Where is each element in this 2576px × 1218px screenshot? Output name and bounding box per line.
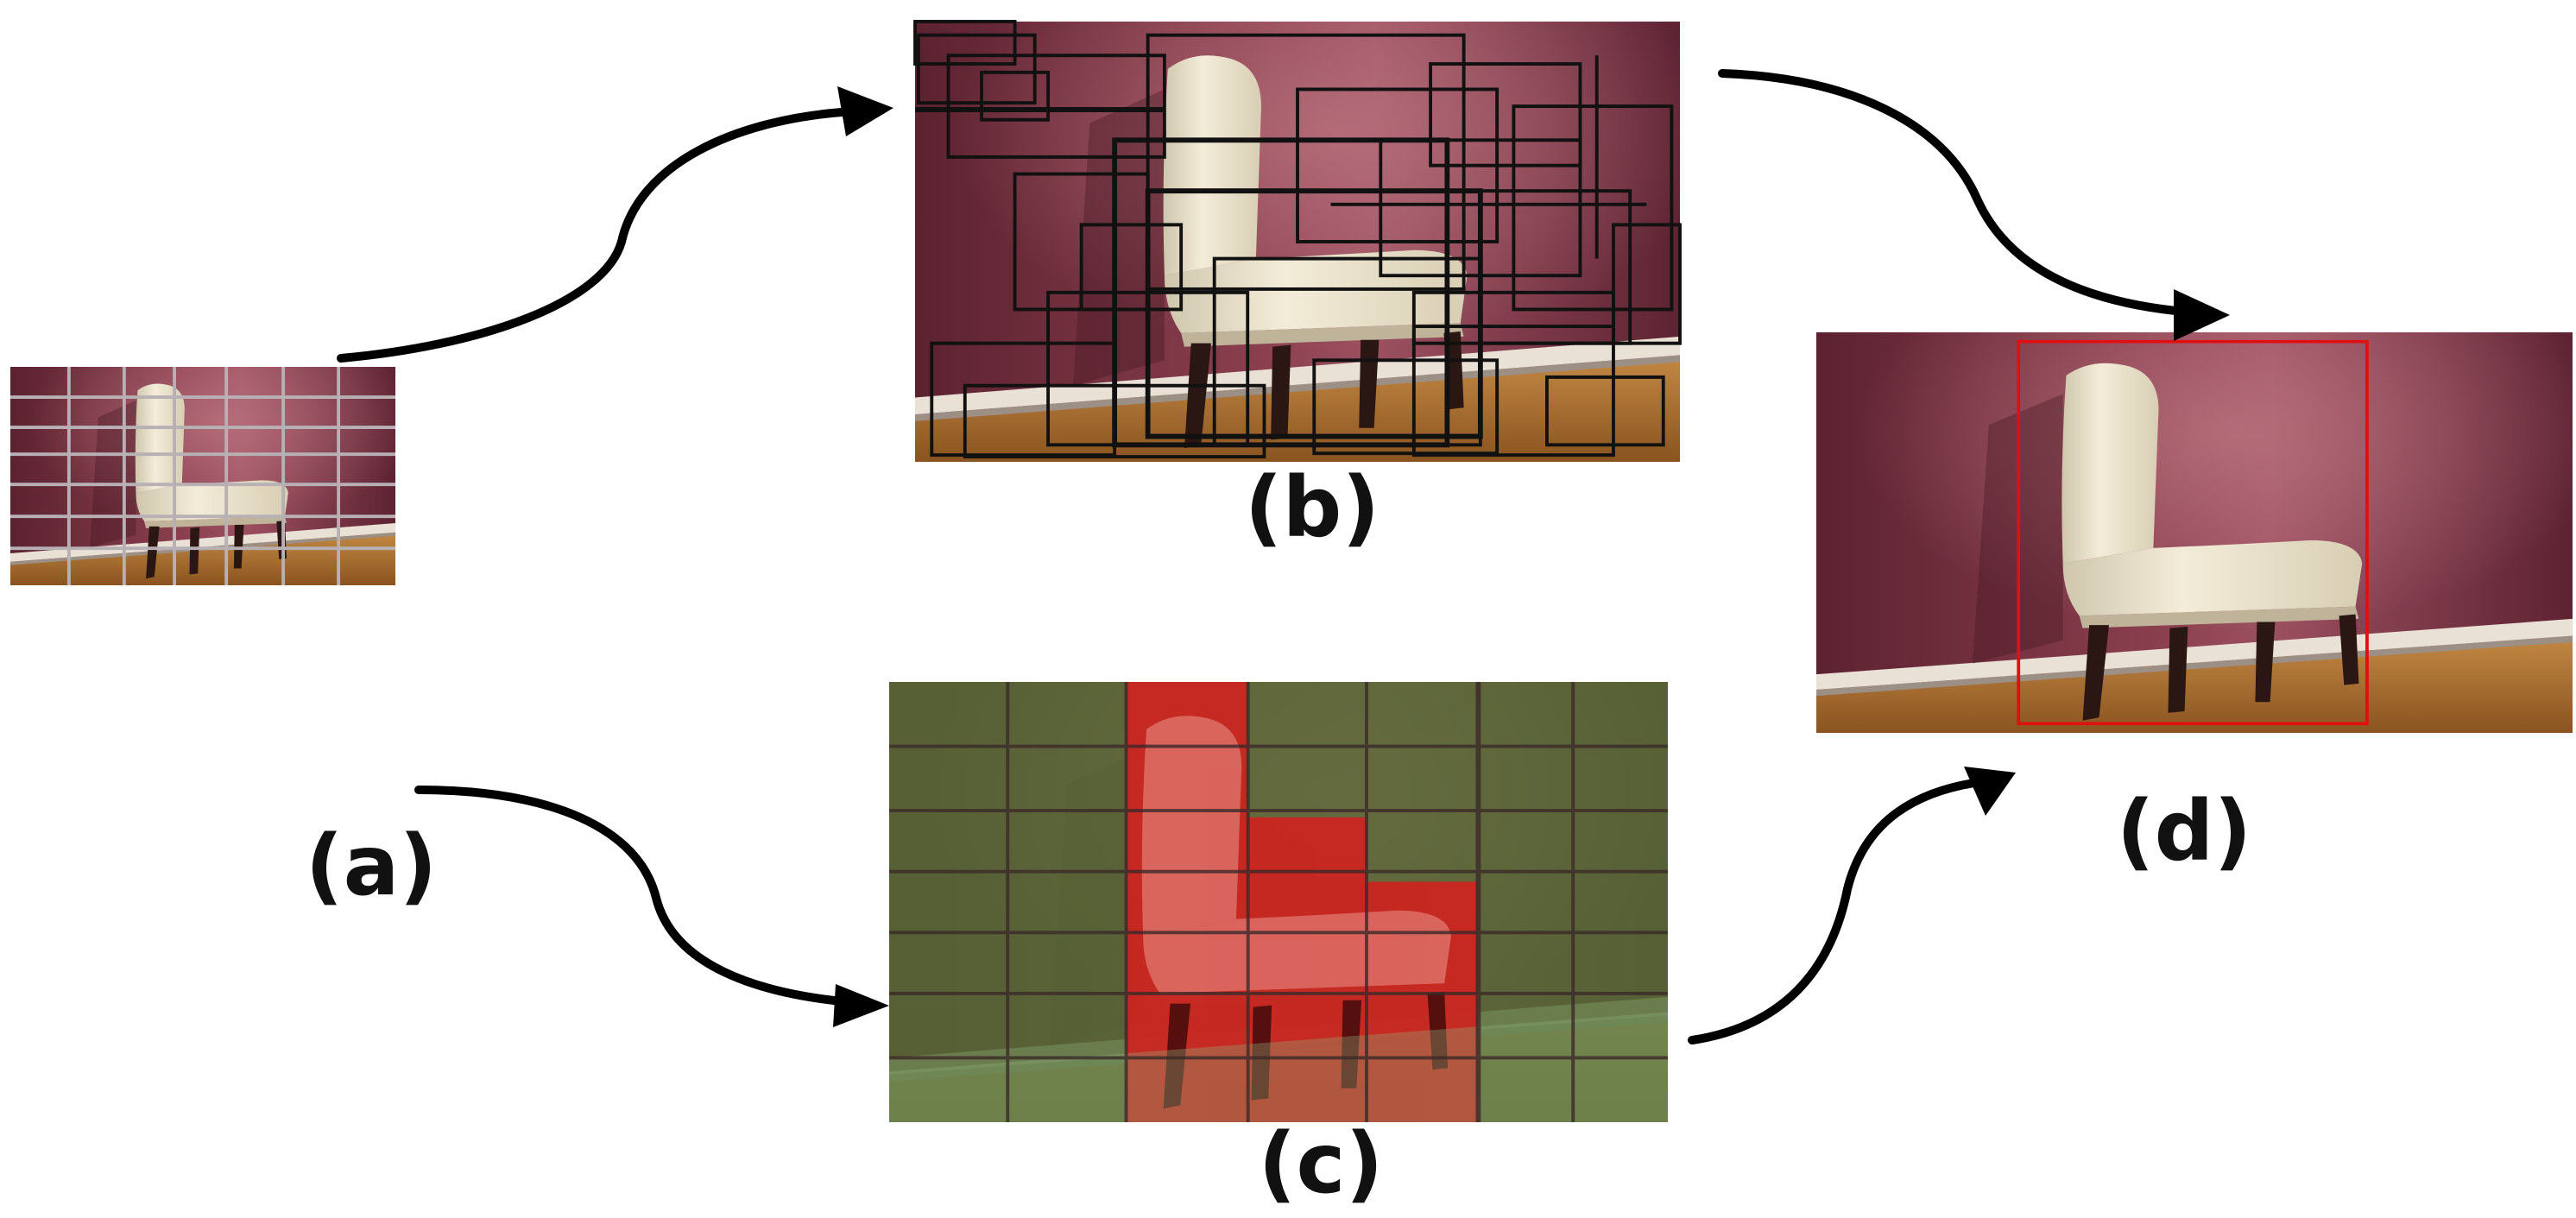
- arrow-a-to-b: [337, 108, 846, 363]
- panel-b-image: [913, 20, 1682, 462]
- object-cells: [1126, 682, 1479, 1122]
- label-c: (c): [1258, 1115, 1384, 1212]
- panel-c-grid: [889, 682, 1669, 1122]
- label-d: (d): [2116, 783, 2252, 880]
- panel-c-image: [889, 682, 1669, 1122]
- panel-a-grid: [10, 367, 396, 586]
- label-a: (a): [305, 817, 438, 914]
- label-b: (b): [1244, 459, 1380, 556]
- panel-b-proposal-boxes: [913, 20, 1682, 459]
- panel-d-image: [1816, 332, 2573, 733]
- arrow-c-to-d: [1688, 777, 1990, 1044]
- arrowheads: [833, 86, 2230, 1027]
- panel-a-image: [10, 367, 396, 586]
- arrow-b-to-d: [1718, 69, 2180, 315]
- detection-box: [2017, 339, 2369, 726]
- arrow-a-to-c: [414, 786, 846, 1006]
- curved-arrow-icon: [337, 69, 2180, 1044]
